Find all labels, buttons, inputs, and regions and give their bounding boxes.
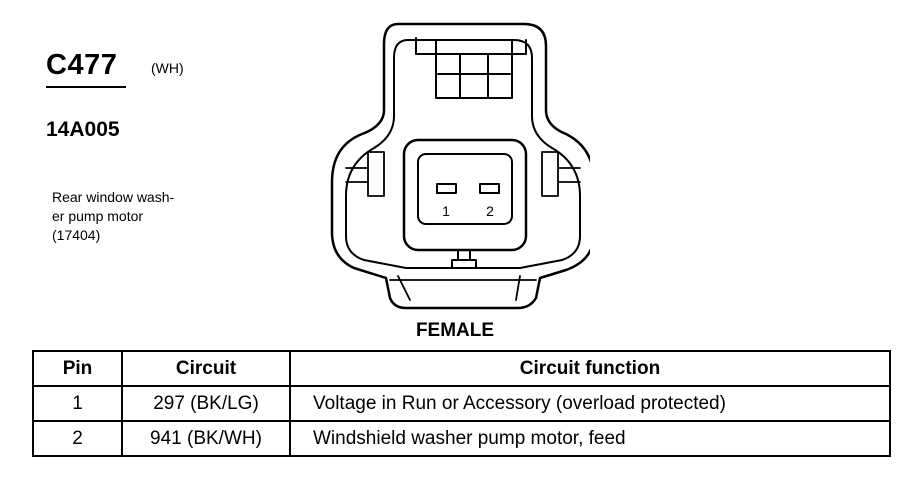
connector-id-underline <box>46 86 126 88</box>
description-line: Rear window wash- <box>52 189 175 205</box>
connector-id: C477 <box>46 49 118 81</box>
housing-outline <box>330 22 590 310</box>
housing-lower-lobe <box>389 275 537 301</box>
pin-cavity-outer <box>402 138 528 252</box>
header-circuit: Circuit <box>121 350 291 387</box>
connector-color: (WH) <box>151 60 184 76</box>
header-circuit-function: Circuit function <box>289 350 891 387</box>
pin-cell: 1 <box>32 385 123 422</box>
header-pin: Pin <box>32 350 123 387</box>
pinout-table: Pin Circuit Circuit function 1 297 (BK/L… <box>32 350 891 457</box>
pin-1-label: 1 <box>442 203 450 219</box>
circuit-cell: 941 (BK/WH) <box>121 420 291 457</box>
side-tab-right <box>541 151 581 197</box>
bottom-key <box>451 249 477 269</box>
pin-cell: 2 <box>32 420 123 457</box>
table-row: 1 297 (BK/LG) Voltage in Run or Accessor… <box>32 385 891 422</box>
housing-inner-outline <box>345 39 581 269</box>
side-tab-left <box>345 151 385 197</box>
circuit-function-cell: Windshield washer pump motor, feed <box>289 420 891 457</box>
circuit-cell: 297 (BK/LG) <box>121 385 291 422</box>
part-number: 14A005 <box>46 118 120 141</box>
description-line: er pump motor <box>52 208 144 224</box>
circuit-function-cell: Voltage in Run or Accessory (overload pr… <box>289 385 891 422</box>
pin-1-terminal <box>436 183 457 194</box>
description-line: (17404) <box>52 227 101 243</box>
connector-face-diagram: 1 2 <box>330 22 590 310</box>
pin-2-terminal <box>479 183 500 194</box>
pin-cavity-inner <box>417 153 513 225</box>
pin-2-label: 2 <box>486 203 494 219</box>
locking-latch <box>415 37 527 99</box>
table-header-row: Pin Circuit Circuit function <box>32 350 891 387</box>
table-row: 2 941 (BK/WH) Windshield washer pump mot… <box>32 420 891 457</box>
component-description: Rear window wash- er pump motor (17404) <box>52 188 222 245</box>
gender-label: FEMALE <box>415 320 495 341</box>
